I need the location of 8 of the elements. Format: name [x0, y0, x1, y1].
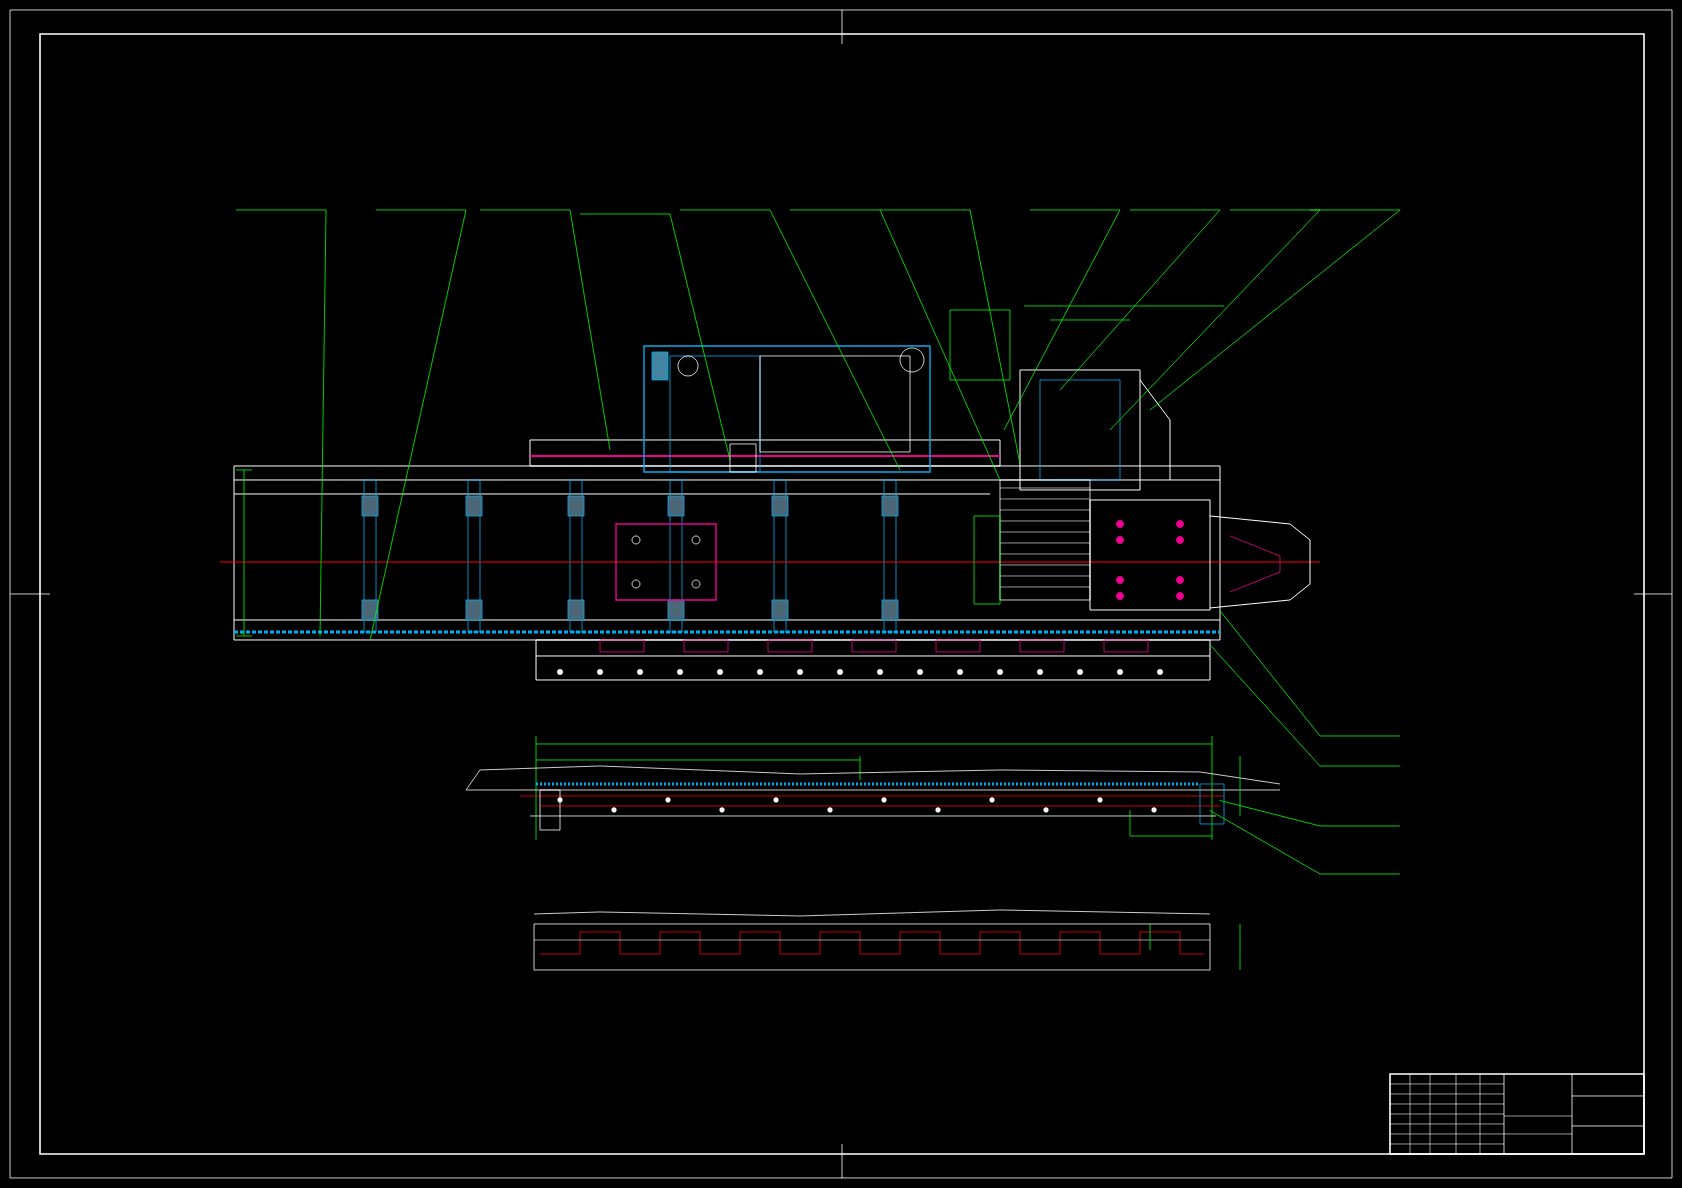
leader-line [1219, 800, 1401, 827]
section-view-drawing [465, 735, 1281, 841]
leader-line [1209, 644, 1401, 767]
leader-line [1219, 609, 1401, 737]
title-block [1389, 1073, 1645, 1155]
leader-line [1209, 809, 1401, 875]
machine-assembly-drawing [219, 209, 1401, 681]
bottom-view-drawing [533, 909, 1241, 971]
